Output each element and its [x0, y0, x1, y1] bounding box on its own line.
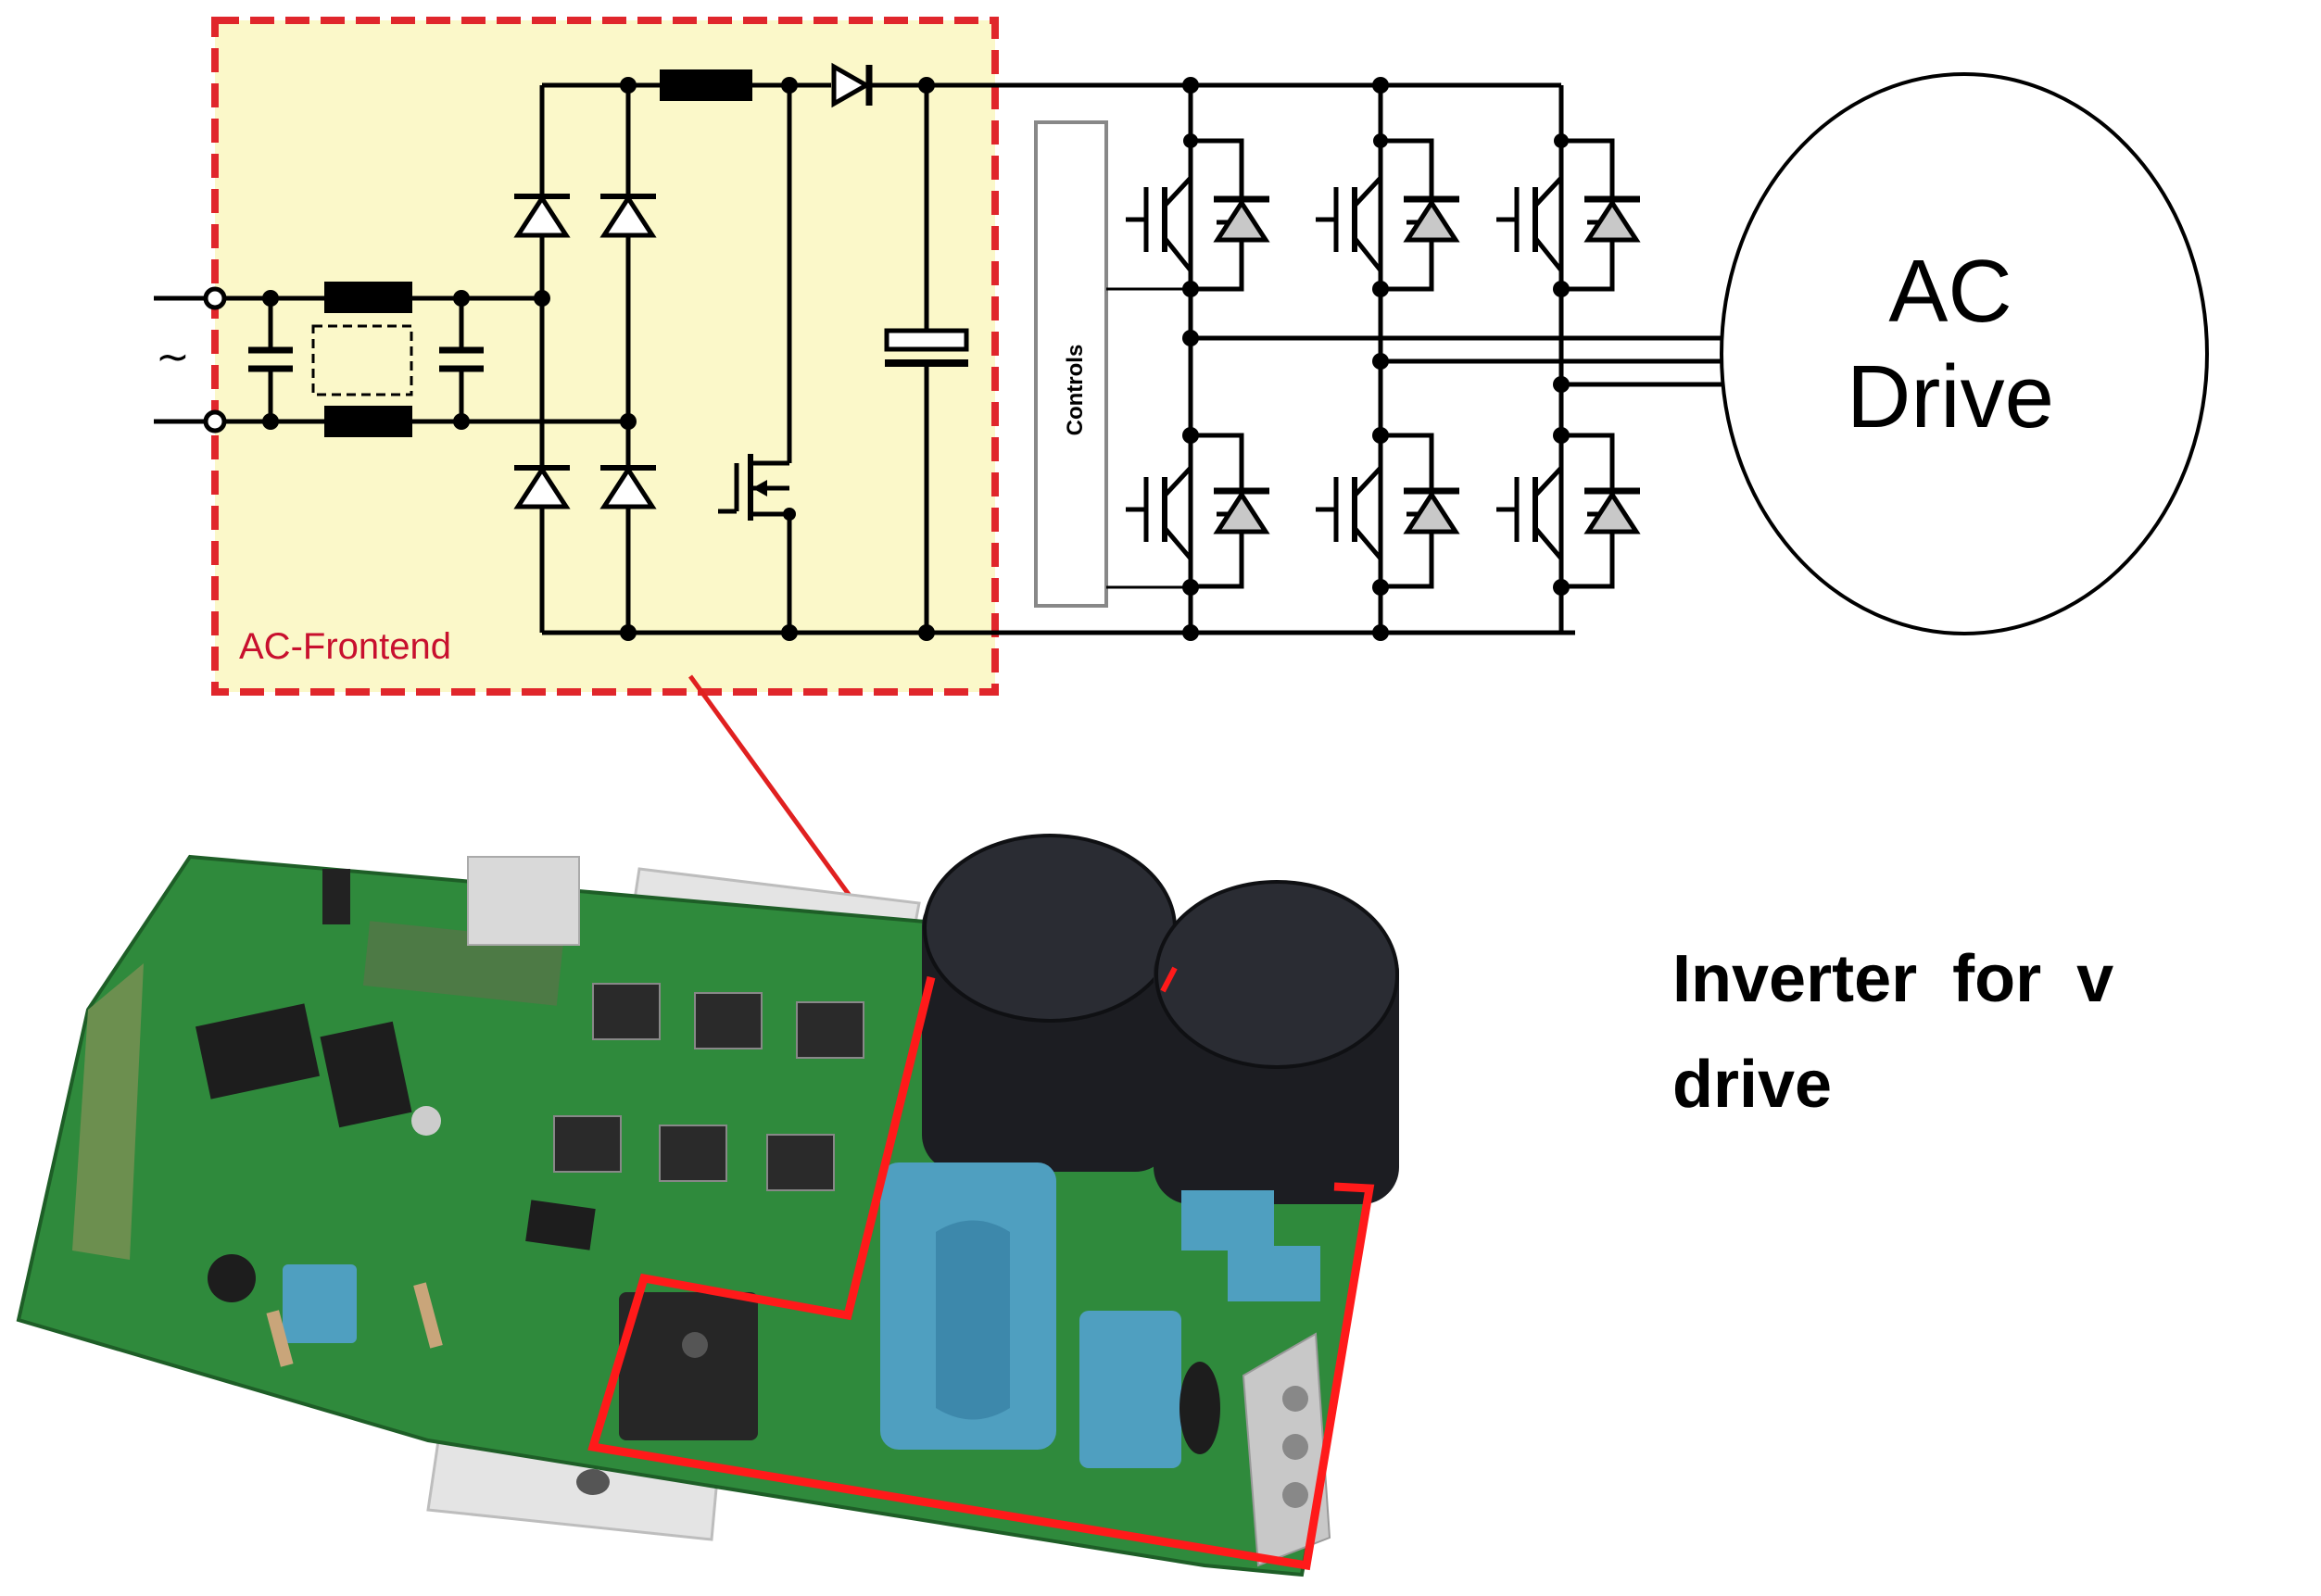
- ac-drive-label-line1: AC: [1888, 242, 2012, 341]
- inverter-switches: [1126, 138, 1615, 589]
- filter-nodes: [262, 290, 470, 430]
- inverter-diode-2: [1404, 199, 1459, 240]
- phase-outputs: [1191, 335, 1728, 387]
- inverter-diode-3: [1584, 199, 1640, 240]
- boost-inductor: [660, 69, 752, 101]
- caption-line1: Inverter for v: [1672, 942, 2114, 1016]
- controls-box: [1034, 120, 1108, 608]
- pcb-frontend-outline: [587, 975, 1375, 1571]
- filter-choke-top: [324, 282, 412, 313]
- pcb-illustration: [16, 834, 1399, 1577]
- inverter-diode-6: [1584, 491, 1640, 532]
- inverter-nodes: [1182, 77, 1570, 641]
- controls-label: Controls: [1063, 344, 1088, 436]
- ac-drive-label: AC Drive: [1811, 239, 2089, 450]
- caption: Inverter for v drive: [1672, 926, 2321, 1137]
- caption-line2: drive: [1672, 1048, 1833, 1122]
- inverter-diode-1: [1214, 199, 1269, 240]
- ac-frontend-box: [211, 17, 999, 696]
- dc-link-capacitor: [884, 85, 969, 633]
- ac-source-symbol: ~: [156, 333, 190, 381]
- ac-drive-motor: [1720, 72, 2209, 635]
- inverter-diode-4: [1214, 491, 1269, 532]
- ac-frontend-label: AC-Frontend: [239, 626, 451, 667]
- controls-wires: [1106, 287, 1191, 589]
- filter-choke-bottom: [324, 406, 412, 437]
- dc-bus: [927, 82, 1575, 635]
- ac-drive-label-line2: Drive: [1846, 347, 2054, 446]
- inverter-diode-5: [1404, 491, 1459, 532]
